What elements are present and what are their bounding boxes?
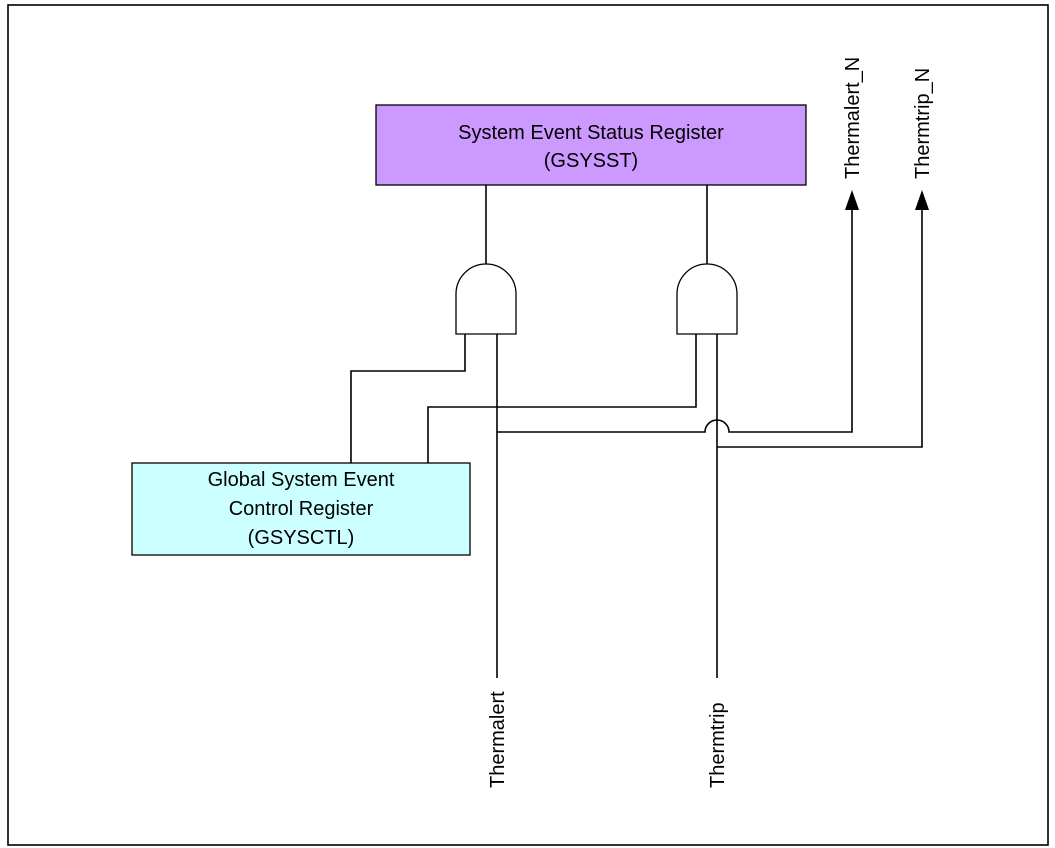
thermalert-n-arrow-icon (845, 190, 859, 210)
and-gate-thermtrip (676, 263, 738, 335)
thermalert-label: Thermalert (487, 691, 509, 788)
status-register-label-line2: (GSYSST) (544, 150, 638, 172)
thermalert-n-label: Thermalert_N (842, 57, 864, 179)
thermtrip-n-label: Thermtrip_N (912, 68, 934, 179)
control-register-label-line2: Control Register (229, 498, 374, 520)
diagram-frame (7, 4, 1049, 846)
control-register-rect (131, 462, 471, 556)
and-gate-thermalert (455, 263, 517, 335)
thermtrip-output-wire (717, 200, 923, 448)
control-register-box: Global System Event Control Register (GS… (131, 462, 471, 556)
thermalert-output-wire (497, 200, 853, 433)
control-to-gate2-wire (427, 334, 697, 463)
status-register-label-line1: System Event Status Register (458, 122, 724, 144)
control-register-label-line3: (GSYSCTL) (248, 527, 355, 549)
control-to-gate1-wire (350, 334, 466, 463)
status-register-rect (375, 104, 807, 186)
status-register-box: System Event Status Register (GSYSST) (375, 104, 807, 186)
control-register-label-line1: Global System Event (208, 469, 395, 491)
thermtrip-n-arrow-icon (915, 190, 929, 210)
thermtrip-label: Thermtrip (707, 702, 729, 788)
